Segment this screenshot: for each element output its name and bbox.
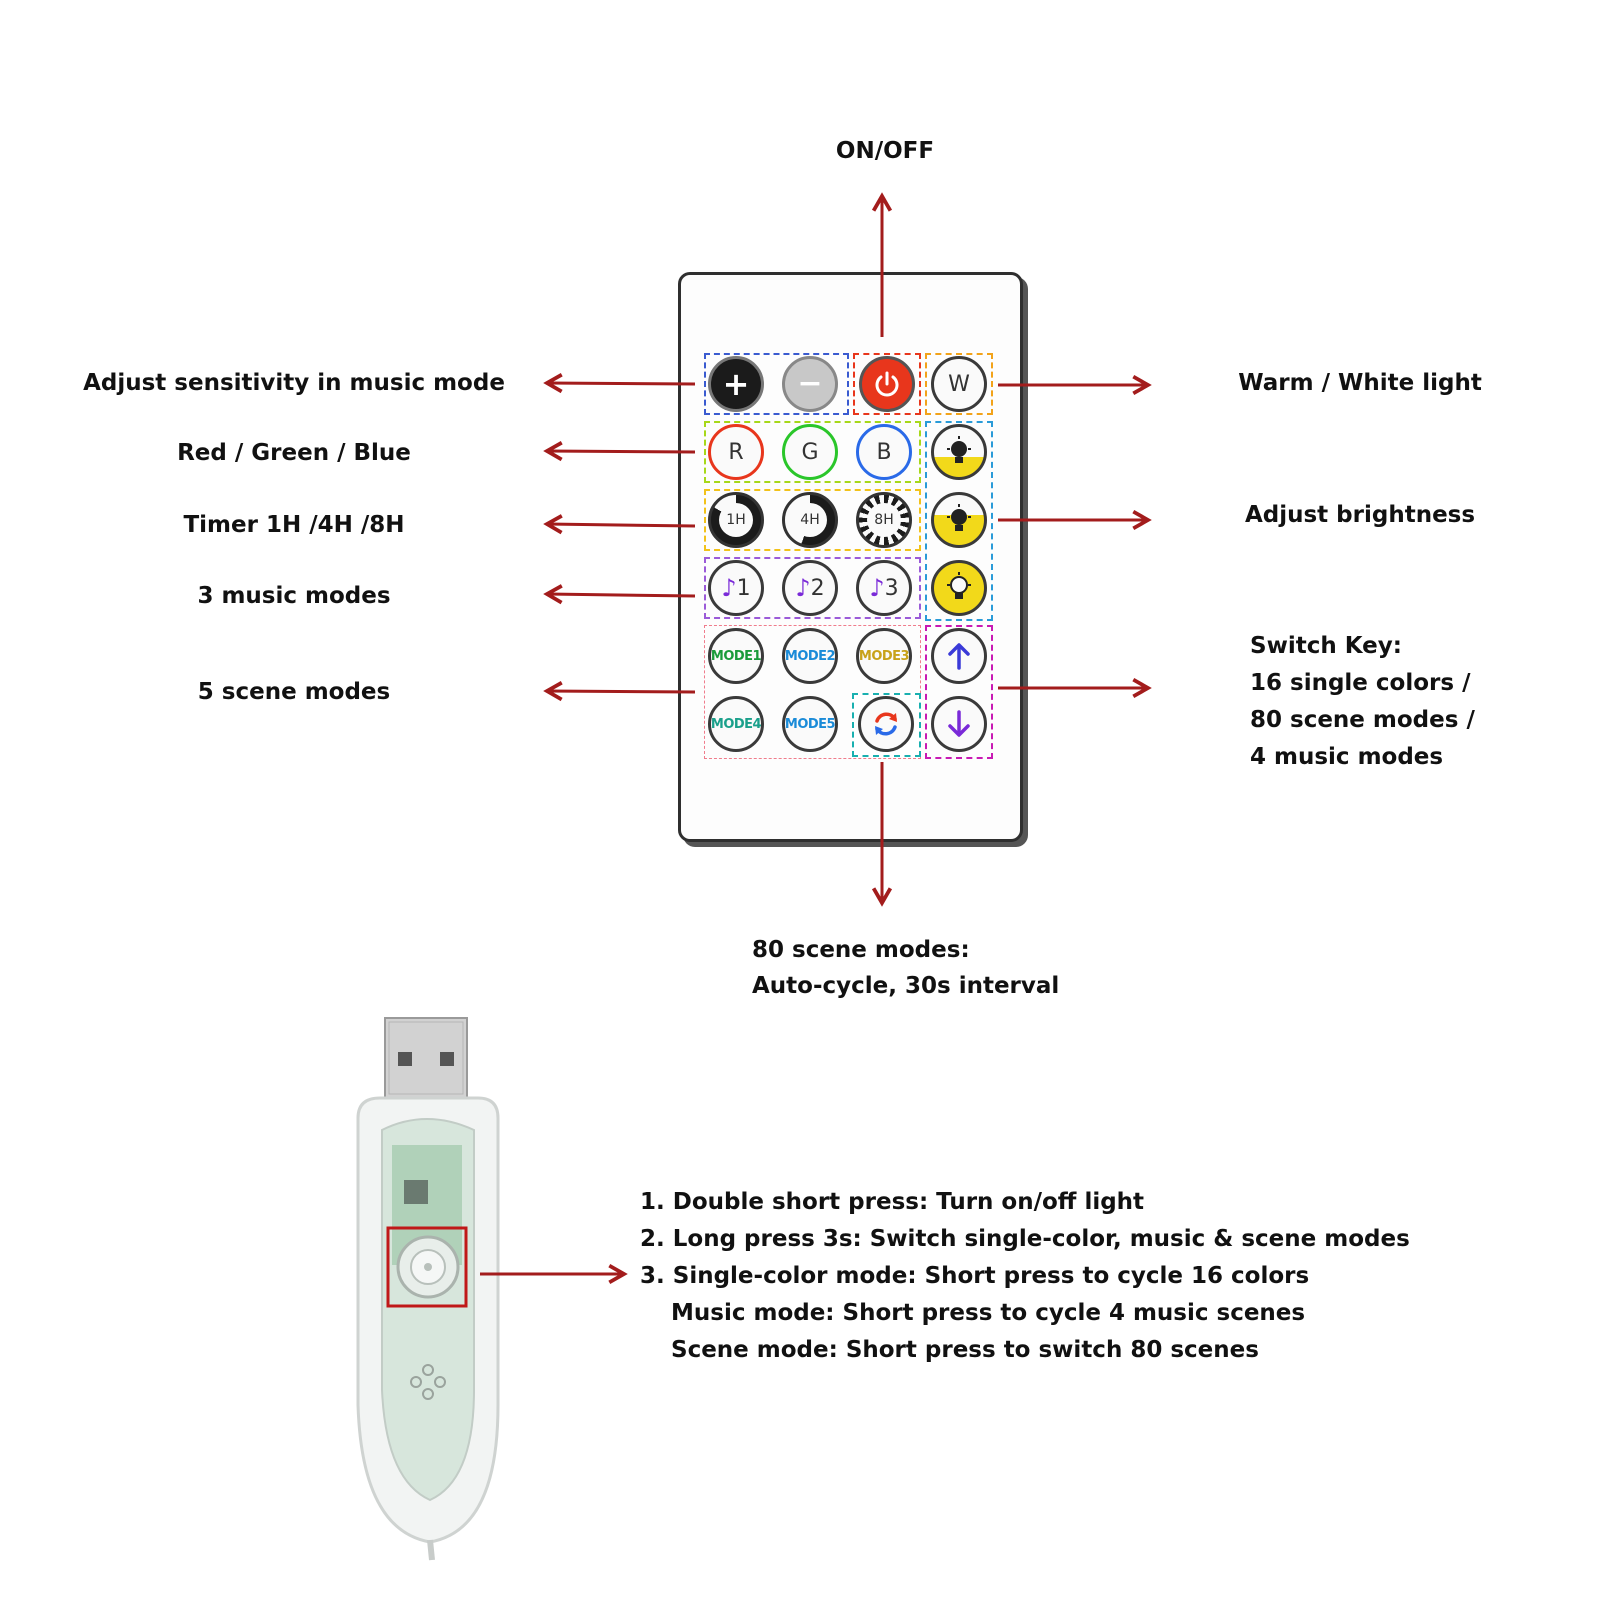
bulb-icon — [947, 504, 971, 531]
red-label: R — [728, 439, 744, 465]
timer-4h-label: 4H — [793, 503, 827, 537]
instruction-line: Music mode: Short press to cycle 4 music… — [671, 1300, 1306, 1326]
instruction-line: Scene mode: Short press to switch 80 sce… — [671, 1337, 1259, 1363]
red-button[interactable]: R — [708, 424, 764, 480]
w-label: W — [948, 371, 970, 397]
bulb-icon — [947, 436, 971, 463]
mode1-label: MODE1 — [710, 648, 762, 664]
blue-button[interactable]: B — [856, 424, 912, 480]
blue-label: B — [876, 439, 892, 465]
switch-key-line: 4 music modes — [1250, 744, 1444, 770]
power-icon — [875, 371, 899, 397]
brightness-group — [925, 421, 993, 621]
cycle-icon — [875, 712, 897, 736]
on-off-label: ON/OFF — [835, 138, 935, 164]
auto-cycle-button[interactable] — [858, 696, 914, 752]
switch-key-line: 16 single colors / — [1250, 670, 1471, 696]
scene-mode-4-button[interactable]: MODE4 — [708, 696, 764, 752]
instruction-line: 3. Single-color mode: Short press to cyc… — [640, 1263, 1310, 1289]
switch-group — [925, 625, 993, 759]
mode3-label: MODE3 — [858, 648, 910, 664]
auto-cycle-line: Auto-cycle, 30s interval — [752, 973, 1060, 999]
plus-icon: + — [722, 365, 750, 403]
sensitivity-plus-button[interactable]: + — [708, 356, 764, 412]
green-button[interactable]: G — [782, 424, 838, 480]
warm-white-label: Warm / White light — [1238, 370, 1482, 396]
scene-group — [704, 625, 921, 759]
switch-key-label: Switch Key: 16 single colors / 80 scene … — [1250, 628, 1475, 776]
timer-8h-label: 8H — [867, 503, 901, 537]
scene-mode-5-button[interactable]: MODE5 — [782, 696, 838, 752]
green-label: G — [801, 439, 819, 465]
arrow-sensitivity — [543, 373, 696, 394]
switch-key-line: Switch Key: — [1250, 633, 1402, 659]
brightness-label: Adjust brightness — [1244, 502, 1476, 528]
timer-1h-label: 1H — [719, 503, 753, 537]
timer-group — [704, 489, 921, 551]
brightness-high-button[interactable] — [931, 560, 987, 616]
arrow-timer — [543, 514, 696, 535]
music-note-icon: ♪ — [869, 574, 885, 602]
scene-mode-3-button[interactable]: MODE3 — [856, 628, 912, 684]
music-group — [704, 557, 921, 619]
music-mode-1-button[interactable]: ♪1 — [708, 560, 764, 616]
instruction-line: 2. Long press 3s: Switch single-color, m… — [640, 1226, 1410, 1252]
switch-key-line: 80 scene modes / — [1250, 707, 1475, 733]
instruction-line: 1. Double short press: Turn on/off light — [640, 1189, 1145, 1215]
power-button[interactable] — [859, 356, 915, 412]
brightness-low-button[interactable] — [931, 424, 987, 480]
music-mode-3-button[interactable]: ♪3 — [856, 560, 912, 616]
sensitivity-group — [704, 353, 849, 415]
auto-cycle-label: 80 scene modes: Auto-cycle, 30s interval — [752, 932, 1059, 1004]
warm-white-button[interactable]: W — [931, 356, 987, 412]
arrow-rgb — [543, 441, 696, 462]
power-group — [853, 353, 921, 415]
timer-4h-button[interactable]: 4H — [782, 492, 838, 548]
music-mode-2-label: 2 — [810, 575, 825, 601]
brightness-mid-button[interactable] — [931, 492, 987, 548]
switch-down-button[interactable] — [931, 696, 987, 752]
minus-icon: − — [797, 366, 823, 401]
music-mode-2-button[interactable]: ♪2 — [782, 560, 838, 616]
mode4-label: MODE4 — [710, 716, 762, 732]
music-mode-3-label: 3 — [884, 575, 899, 601]
sensitivity-minus-button[interactable]: − — [782, 356, 838, 412]
usb-instructions: 1. Double short press: Turn on/off light… — [640, 1184, 1410, 1369]
rgb-group — [704, 421, 921, 483]
bulb-icon — [947, 572, 971, 599]
arrow-music — [543, 584, 696, 605]
timer-8h-button[interactable]: 8H — [856, 492, 912, 548]
music-note-icon: ♪ — [795, 574, 811, 602]
mode5-label: MODE5 — [784, 716, 836, 732]
arrow-down-icon — [948, 710, 970, 737]
arrow-up-icon — [948, 643, 970, 670]
remote-control: + − W R G B 1H 4H 8H ♪1 — [678, 272, 1023, 842]
music-mode-1-label: 1 — [736, 575, 751, 601]
auto-cycle-line: 80 scene modes: — [752, 937, 970, 963]
sensitivity-label: Adjust sensitivity in music mode — [83, 370, 505, 396]
warm-white-group — [925, 353, 993, 415]
scene-modes-label: 5 scene modes — [197, 679, 391, 705]
rgb-label: Red / Green / Blue — [177, 440, 411, 466]
scene-mode-2-button[interactable]: MODE2 — [782, 628, 838, 684]
scene-mode-1-button[interactable]: MODE1 — [708, 628, 764, 684]
timer-label: Timer 1H /4H /8H — [183, 512, 405, 538]
mode2-label: MODE2 — [784, 648, 836, 664]
music-modes-label: 3 music modes — [197, 583, 391, 609]
arrow-scene — [543, 681, 696, 702]
music-note-icon: ♪ — [721, 574, 737, 602]
switch-up-button[interactable] — [931, 628, 987, 684]
timer-1h-button[interactable]: 1H — [708, 492, 764, 548]
